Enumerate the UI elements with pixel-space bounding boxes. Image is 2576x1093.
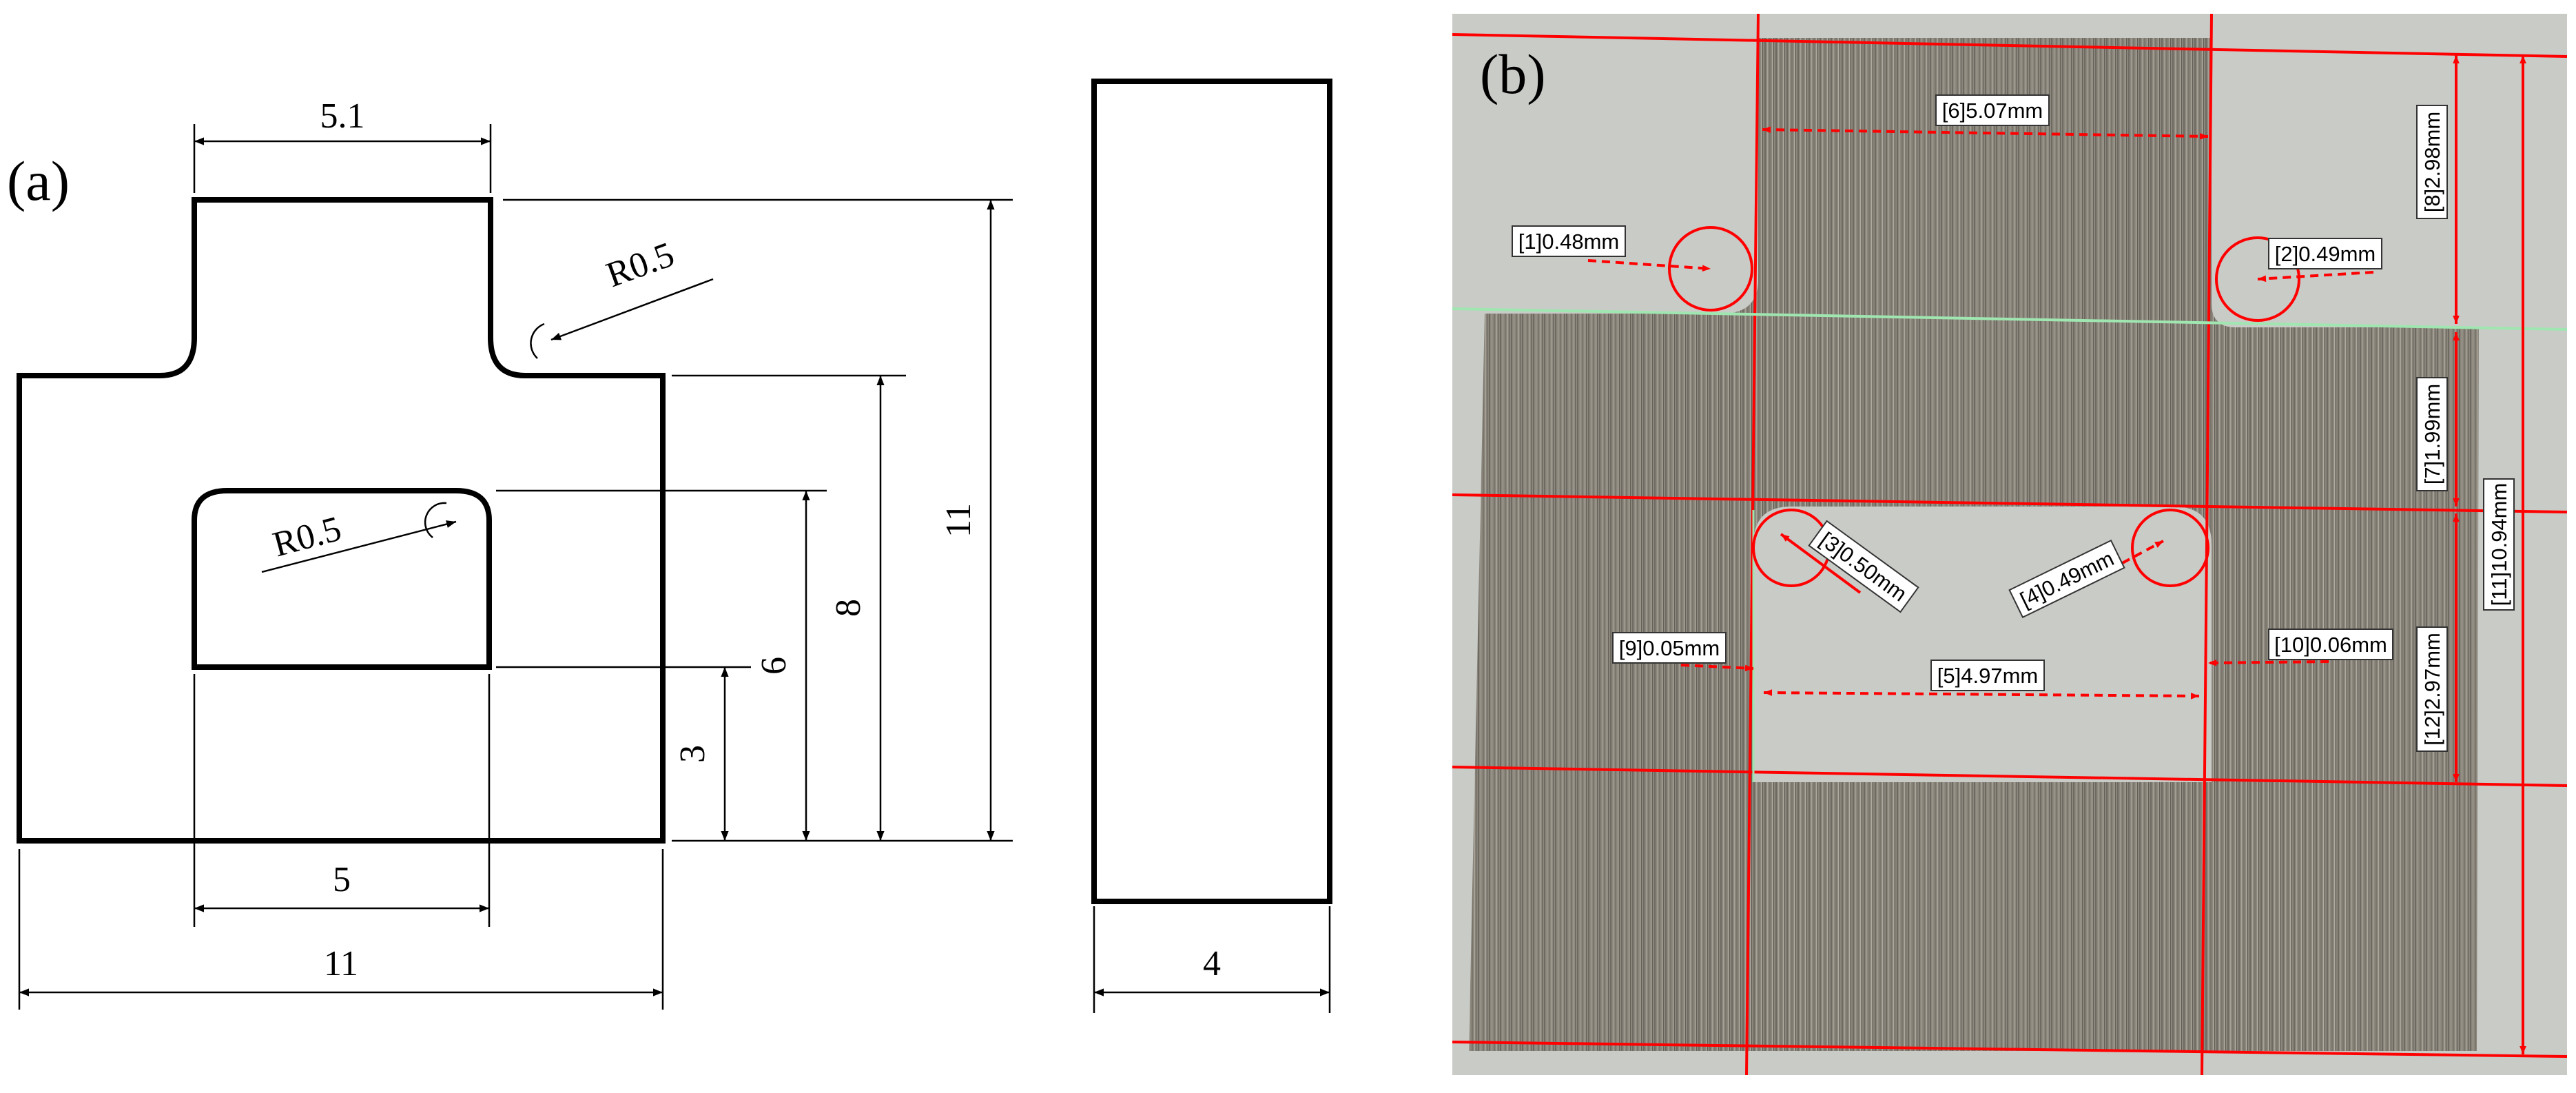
- svg-text:[7]1.99mm: [7]1.99mm: [2420, 384, 2444, 484]
- radius-leader-inner: [261, 520, 457, 573]
- panel-a-drawing: (a): [7, 79, 1332, 1013]
- dim-height-3: 3: [673, 745, 712, 763]
- dim-height-11: 11: [939, 503, 978, 538]
- measure-label-10: [10]0.06mm: [2268, 629, 2393, 660]
- panel-b-label: (b): [1480, 43, 1546, 105]
- measure-label-5: [5]4.97mm: [1930, 660, 2045, 691]
- measure-label-1: [1]0.48mm: [1512, 225, 1626, 257]
- dim-hole-width: 5: [333, 860, 351, 899]
- dim-radius-outer: R0.5: [601, 235, 679, 296]
- measurement-arrows: [1587, 55, 2526, 1054]
- svg-text:[9]0.05mm: [9]0.05mm: [1619, 636, 1720, 660]
- dim-height-8: 8: [829, 599, 868, 617]
- measure-label-6: [6]5.07mm: [1935, 94, 2050, 126]
- fitted-circles: [1668, 226, 2300, 587]
- svg-text:[1]0.48mm: [1]0.48mm: [1518, 229, 1619, 254]
- extension-lines: [18, 124, 1331, 1013]
- measure-label-12: [12]2.97mm: [2416, 626, 2448, 752]
- measure-label-7: [7]1.99mm: [2416, 377, 2448, 491]
- svg-text:[5]4.97mm: [5]4.97mm: [1937, 664, 2038, 688]
- measure-label-8: [8]2.98mm: [2416, 105, 2448, 219]
- dimension-lines: [19, 137, 1330, 997]
- radius-arc-outer: [530, 323, 545, 359]
- panel-b-photo: (b): [1452, 13, 2568, 1076]
- dim-top-width: 5.1: [320, 96, 365, 136]
- measure-label-11: [11]10.94mm: [2483, 478, 2515, 611]
- svg-text:[12]2.97mm: [12]2.97mm: [2420, 633, 2444, 746]
- measure-label-9: [9]0.05mm: [1612, 632, 1727, 664]
- side-view-outline: [1091, 79, 1332, 904]
- part-outline: [17, 197, 666, 844]
- panel-a-label: (a): [7, 150, 70, 212]
- radius-leader-outer: [550, 278, 714, 341]
- svg-text:[2]0.49mm: [2]0.49mm: [2275, 242, 2376, 266]
- svg-text:[10]0.06mm: [10]0.06mm: [2274, 633, 2387, 657]
- dim-radius-inner: R0.5: [269, 509, 345, 565]
- radius-arc-inner: [424, 502, 447, 538]
- measure-label-2: [2]0.49mm: [2268, 238, 2382, 269]
- dim-thickness: 4: [1203, 944, 1221, 983]
- green-guide-line: [1452, 307, 2568, 331]
- dim-height-6: 6: [754, 657, 794, 675]
- slot-hole-outline: [192, 488, 492, 670]
- svg-text:[11]10.94mm: [11]10.94mm: [2487, 483, 2511, 606]
- svg-text:[6]5.07mm: [6]5.07mm: [1942, 99, 2043, 123]
- svg-text:[8]2.98mm: [8]2.98mm: [2420, 112, 2444, 212]
- dim-total-width: 11: [324, 944, 358, 983]
